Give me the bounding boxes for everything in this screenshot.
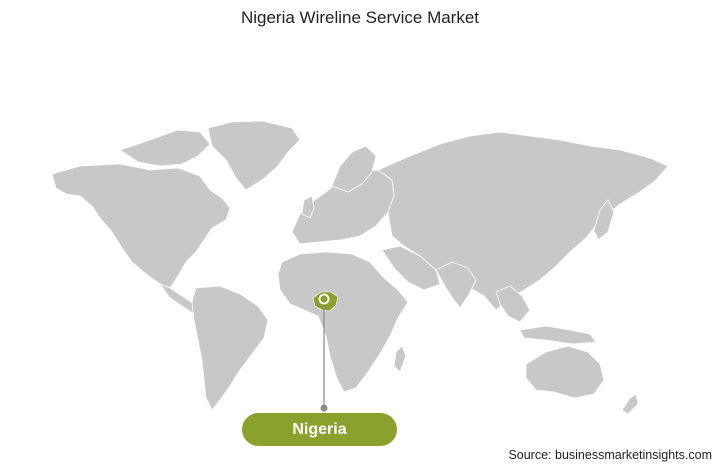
- greenland: [207, 120, 301, 191]
- country-label-pill: Nigeria: [242, 413, 397, 446]
- uk: [301, 195, 315, 219]
- source-credit: Source: businessmarketinsights.com: [508, 448, 712, 462]
- indonesia: [519, 325, 597, 345]
- location-marker: [318, 293, 330, 305]
- land-masses: [51, 120, 669, 415]
- southeast-asia: [495, 285, 531, 323]
- africa: [277, 251, 409, 393]
- arabia: [381, 245, 441, 291]
- leader-end-dot: [320, 404, 328, 412]
- north-america: [51, 163, 231, 289]
- arctic-islands: [119, 129, 211, 167]
- map-title: Nigeria Wireline Service Market: [240, 8, 480, 27]
- australia: [525, 345, 605, 399]
- madagascar: [393, 345, 407, 373]
- south-america: [191, 285, 269, 411]
- india: [435, 261, 477, 309]
- new-zealand: [621, 393, 639, 415]
- scandinavia: [331, 145, 377, 193]
- japan: [593, 199, 615, 241]
